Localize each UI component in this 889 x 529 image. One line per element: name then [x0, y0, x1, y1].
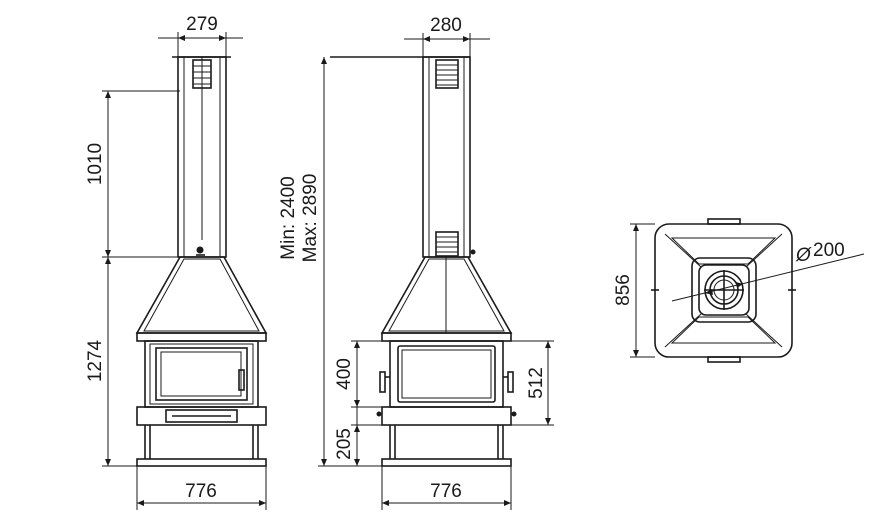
- side-body-height-dimension: 512: [503, 340, 554, 426]
- left-handle-icon: [379, 371, 386, 393]
- front-base: [136, 406, 267, 467]
- side-hood: [380, 256, 513, 342]
- side-flue-pipe: [330, 56, 476, 258]
- body-height-label: 1274: [85, 339, 106, 382]
- front-base-width-dimension: 776: [136, 466, 267, 510]
- front-view: 279: [85, 14, 268, 510]
- side-view: 280: [278, 15, 554, 510]
- damper-knob-icon: [470, 249, 476, 255]
- side-flue-width-dimension: 280: [404, 15, 490, 58]
- top-view-depth-label: 856: [613, 274, 634, 306]
- side-flue-width-label: 280: [430, 15, 462, 36]
- right-handle-icon: [507, 371, 514, 393]
- window-base-height-dimensions: 400 205: [334, 340, 390, 466]
- front-flue-pipe: [172, 56, 231, 258]
- flue-diameter-symbol: Ø: [795, 245, 812, 266]
- side-base: [376, 406, 517, 467]
- side-body-height-label: 512: [526, 367, 547, 399]
- front-base-width-label: 776: [185, 481, 217, 502]
- window-height-label: 400: [334, 358, 355, 390]
- total-height-min-label: Min: 2400: [278, 176, 299, 259]
- front-firebox: [144, 340, 259, 408]
- total-height-dimension: Min: 2400 Max: 2890: [278, 57, 382, 467]
- front-height-dimensions: 1010 1274: [85, 90, 180, 467]
- flue-diameter-label: 200: [813, 240, 845, 261]
- front-flue-width-label: 279: [186, 14, 218, 35]
- door-handle-icon: [238, 369, 245, 391]
- front-hood: [135, 256, 268, 342]
- side-firebox: [379, 340, 514, 408]
- front-flue-width-dimension: 279: [158, 14, 243, 58]
- damper-knob-icon: [196, 246, 204, 254]
- side-base-width-dimension: 776: [381, 466, 512, 510]
- flue-height-label: 1010: [85, 143, 106, 185]
- total-height-max-label: Max: 2890: [300, 174, 321, 263]
- base-height-label: 205: [334, 428, 355, 460]
- side-base-width-label: 776: [430, 481, 462, 502]
- top-view: Ø 200 856: [613, 218, 865, 363]
